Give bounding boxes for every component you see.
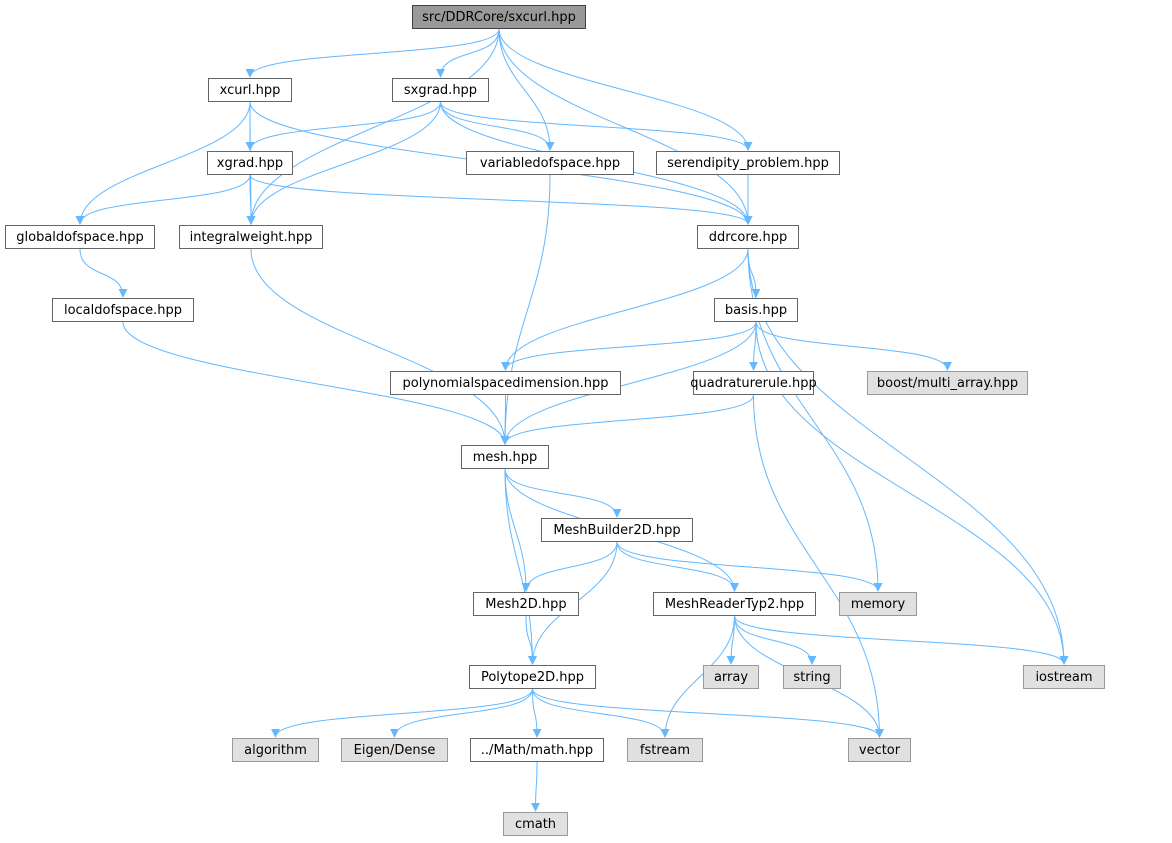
node-basis[interactable]: basis.hpp: [714, 298, 798, 322]
edge-xcurl-to-globaldofspace: [75, 101, 251, 225]
edge-basis-to-boost_multi_array: [755, 321, 952, 371]
node-xgrad[interactable]: xgrad.hpp: [207, 151, 293, 175]
edge-quadraturerule-to-vector: [753, 394, 884, 738]
node-sxgrad[interactable]: sxgrad.hpp: [392, 78, 489, 102]
edge-xgrad-to-globaldofspace: [75, 174, 251, 225]
node-ddrcore[interactable]: ddrcore.hpp: [697, 225, 799, 249]
node-polynomialspacedimension[interactable]: polynomialspacedimension.hpp: [390, 371, 621, 395]
node-globaldofspace[interactable]: globaldofspace.hpp: [5, 225, 155, 249]
edge-polytope2d-to-vector: [532, 688, 884, 738]
edge-root-to-ddrcore: [498, 28, 753, 225]
edge-mesh-to-mesh2d: [504, 468, 531, 592]
node-integralweight[interactable]: integralweight.hpp: [179, 225, 323, 249]
edge-xgrad-to-ddrcore: [249, 174, 753, 225]
edge-polytope2d-to-eigen_dense: [390, 688, 533, 738]
node-xcurl[interactable]: xcurl.hpp: [208, 78, 292, 102]
node-meshbuilder2d[interactable]: MeshBuilder2D.hpp: [541, 518, 693, 542]
edge-polytope2d-to-math: [532, 688, 542, 738]
edge-polytope2d-to-fstream: [532, 688, 670, 738]
edge-root-to-sxgrad: [436, 28, 500, 78]
node-boost-multi-array: boost/multi_array.hpp: [867, 371, 1028, 395]
edge-meshreadertyp2-to-iostream: [734, 615, 1069, 665]
edge-root-to-serendipity_problem: [498, 28, 753, 151]
edge-meshbuilder2d-to-meshreadertyp2: [616, 541, 739, 592]
edge-root-to-variabledofspace: [498, 28, 555, 151]
edge-root-to-integralweight: [246, 28, 500, 225]
node-quadraturerule[interactable]: quadraturerule.hpp: [690, 371, 817, 395]
edge-quadraturerule-to-mesh: [500, 394, 754, 445]
node-meshreadertyp2[interactable]: MeshReaderTyp2.hpp: [653, 592, 816, 616]
edge-sxgrad-to-variabledofspace: [440, 101, 555, 151]
edge-mesh-to-polytope2d: [504, 468, 537, 665]
node-algorithm: algorithm: [232, 738, 319, 762]
node-string: string: [783, 665, 841, 689]
edge-meshreadertyp2-to-string: [734, 615, 817, 665]
edge-meshreadertyp2-to-fstream: [660, 615, 735, 738]
edge-meshbuilder2d-to-mesh2d: [521, 541, 618, 592]
edge-polytope2d-to-algorithm: [271, 688, 533, 738]
edge-sxgrad-to-serendipity_problem: [440, 101, 753, 151]
node-memory: memory: [839, 592, 917, 616]
edge-localdofspace-to-mesh: [122, 321, 510, 445]
node-mesh2d[interactable]: Mesh2D.hpp: [473, 592, 579, 616]
edge-mesh2d-to-polytope2d: [525, 615, 537, 665]
node-localdofspace[interactable]: localdofspace.hpp: [52, 298, 194, 322]
node-math[interactable]: ../Math/math.hpp: [470, 738, 604, 762]
edge-meshbuilder2d-to-memory: [616, 541, 883, 592]
node-cmath: cmath: [503, 812, 568, 836]
node-serendipity-problem[interactable]: serendipity_problem.hpp: [656, 151, 840, 175]
node-eigen-dense: Eigen/Dense: [341, 738, 448, 762]
node-vector: vector: [848, 738, 911, 762]
node-root-sxcurl: src/DDRCore/sxcurl.hpp: [412, 5, 586, 29]
node-variabledofspace[interactable]: variabledofspace.hpp: [466, 151, 634, 175]
edge-mesh-to-meshbuilder2d: [504, 468, 622, 518]
edge-sxgrad-to-integralweight: [246, 101, 441, 225]
node-polytope2d[interactable]: Polytope2D.hpp: [469, 665, 596, 689]
edge-sxgrad-to-xgrad: [245, 101, 441, 151]
node-array: array: [703, 665, 759, 689]
edge-integralweight-to-mesh: [250, 248, 510, 445]
node-mesh[interactable]: mesh.hpp: [461, 445, 549, 469]
node-iostream: iostream: [1023, 665, 1105, 689]
node-fstream: fstream: [627, 738, 703, 762]
edge-root-to-xcurl: [245, 28, 500, 78]
edge-basis-to-mesh: [500, 321, 757, 445]
edge-variabledofspace-to-mesh: [500, 174, 551, 445]
edge-math-to-cmath: [531, 761, 541, 812]
edge-polynomialspacedimension-to-mesh: [500, 394, 510, 445]
edge-globaldofspace-to-localdofspace: [79, 248, 128, 298]
edge-ddrcore-to-polynomialspacedimension: [501, 248, 749, 371]
edge-basis-to-polynomialspacedimension: [501, 321, 757, 371]
edge-xgrad-to-integralweight: [246, 174, 256, 225]
